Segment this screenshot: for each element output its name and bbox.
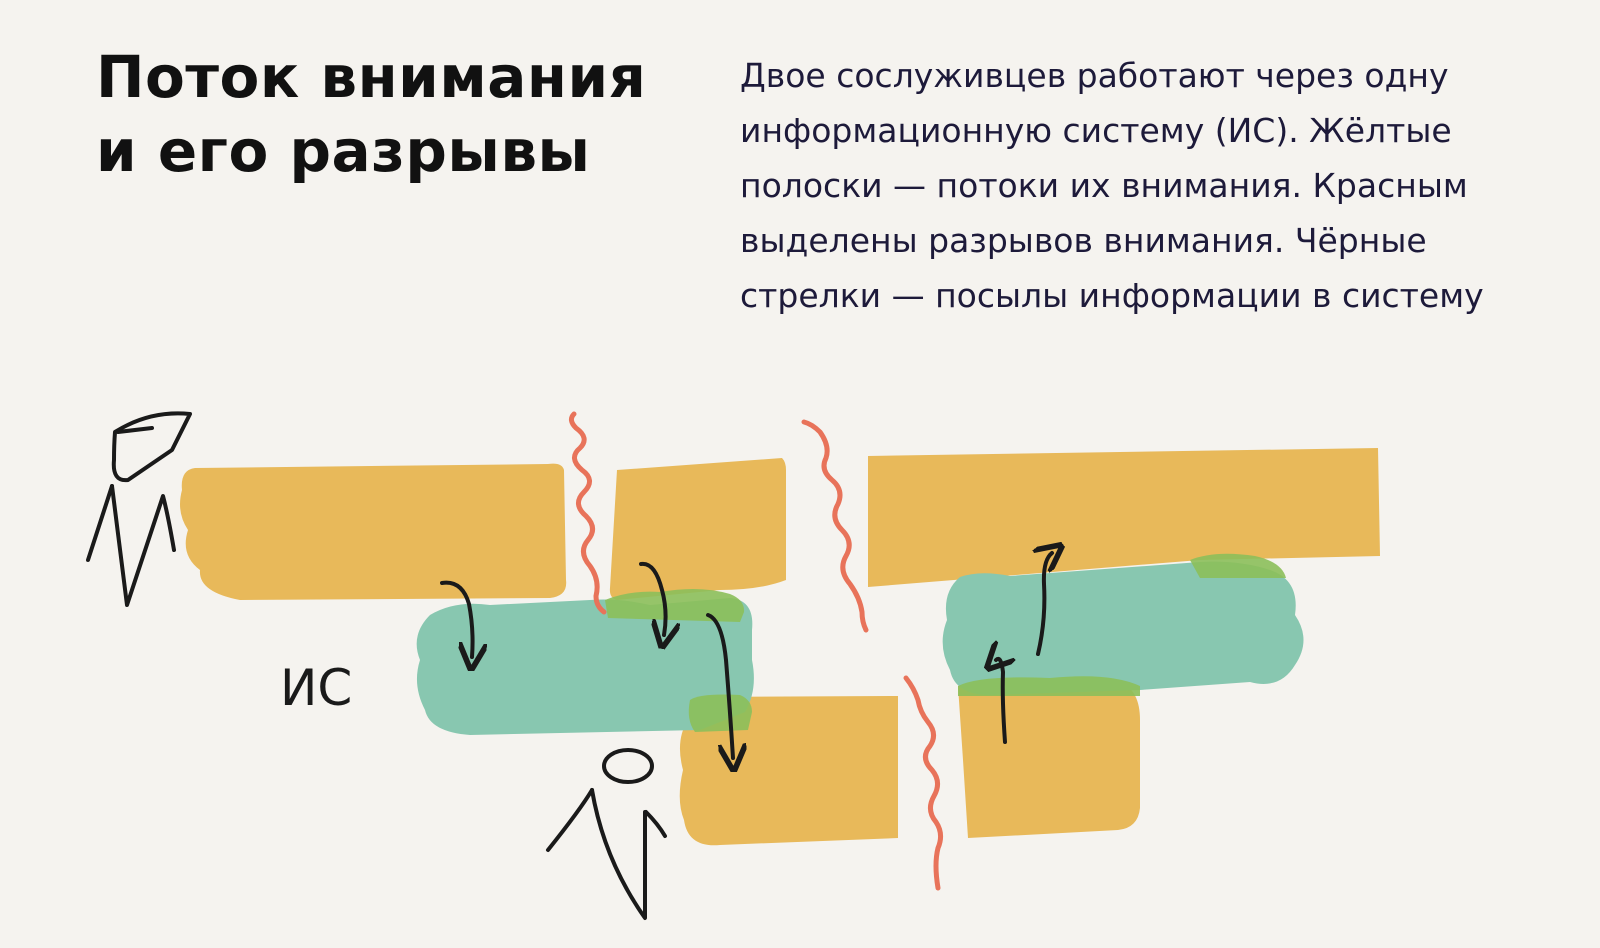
- description-line-3: полоски — потоки их внимания. Красным: [740, 166, 1468, 205]
- title-line-1: Поток внимания: [96, 43, 647, 111]
- description-line-1: Двое сослуживцев работают через одну: [740, 56, 1449, 95]
- info-arrow-1: [440, 580, 473, 657]
- attention-stream-1b: [609, 458, 786, 600]
- slide-title: Поток внимания и его разрывы: [96, 40, 736, 188]
- person-2-icon: [546, 748, 667, 920]
- description-line-5: стрелки — посылы информации в систему: [740, 276, 1484, 315]
- info-arrow-5: [996, 659, 1005, 744]
- attention-stream-1c: [868, 448, 1380, 587]
- attention-breaks: [568, 411, 944, 891]
- attention-break-3: [903, 675, 944, 891]
- information-arrows: [440, 553, 1052, 758]
- info-arrow-3: [706, 613, 733, 758]
- person-1-icon: [86, 411, 192, 607]
- attention-stream-1a: [180, 463, 567, 600]
- system-label: ИС: [280, 659, 352, 717]
- slide-description: Двое сослуживцев работают через одну инф…: [740, 48, 1570, 323]
- title-line-2: и его разрывы: [96, 117, 591, 185]
- description-line-4: выделены разрывов внимания. Чёрные: [740, 221, 1427, 260]
- attention-stream-2b: [958, 682, 1140, 838]
- overlap-zone-2: [688, 694, 752, 732]
- attention-break-1: [568, 411, 607, 615]
- info-arrow-2: [639, 561, 666, 635]
- attention-break-2: [801, 419, 869, 633]
- info-arrow-4: [1038, 553, 1052, 656]
- attention-streams-top: [180, 448, 1380, 600]
- overlap-zone-3: [1190, 553, 1286, 578]
- system-block-right: [942, 561, 1304, 695]
- description-line-2: информационную систему (ИС). Жёлтые: [740, 111, 1452, 150]
- attention-stream-2a: [679, 696, 898, 846]
